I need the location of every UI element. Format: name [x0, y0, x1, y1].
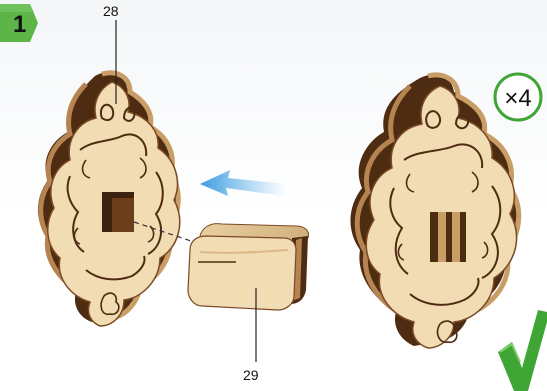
step-number: 1 — [13, 11, 26, 38]
square-slot — [102, 192, 134, 232]
inserted-block — [430, 212, 466, 262]
label-28: 28 — [103, 3, 119, 19]
insert-arrow-icon — [200, 170, 286, 196]
label-29: 29 — [243, 367, 259, 383]
checkmark-icon — [498, 310, 547, 391]
assembled-frame — [350, 74, 518, 348]
frame-part-28 — [38, 72, 180, 326]
step-badge: 1 — [0, 4, 38, 42]
block-part-29 — [188, 224, 309, 310]
quantity-text: ×4 — [504, 85, 531, 112]
quantity-badge: ×4 — [495, 74, 541, 120]
